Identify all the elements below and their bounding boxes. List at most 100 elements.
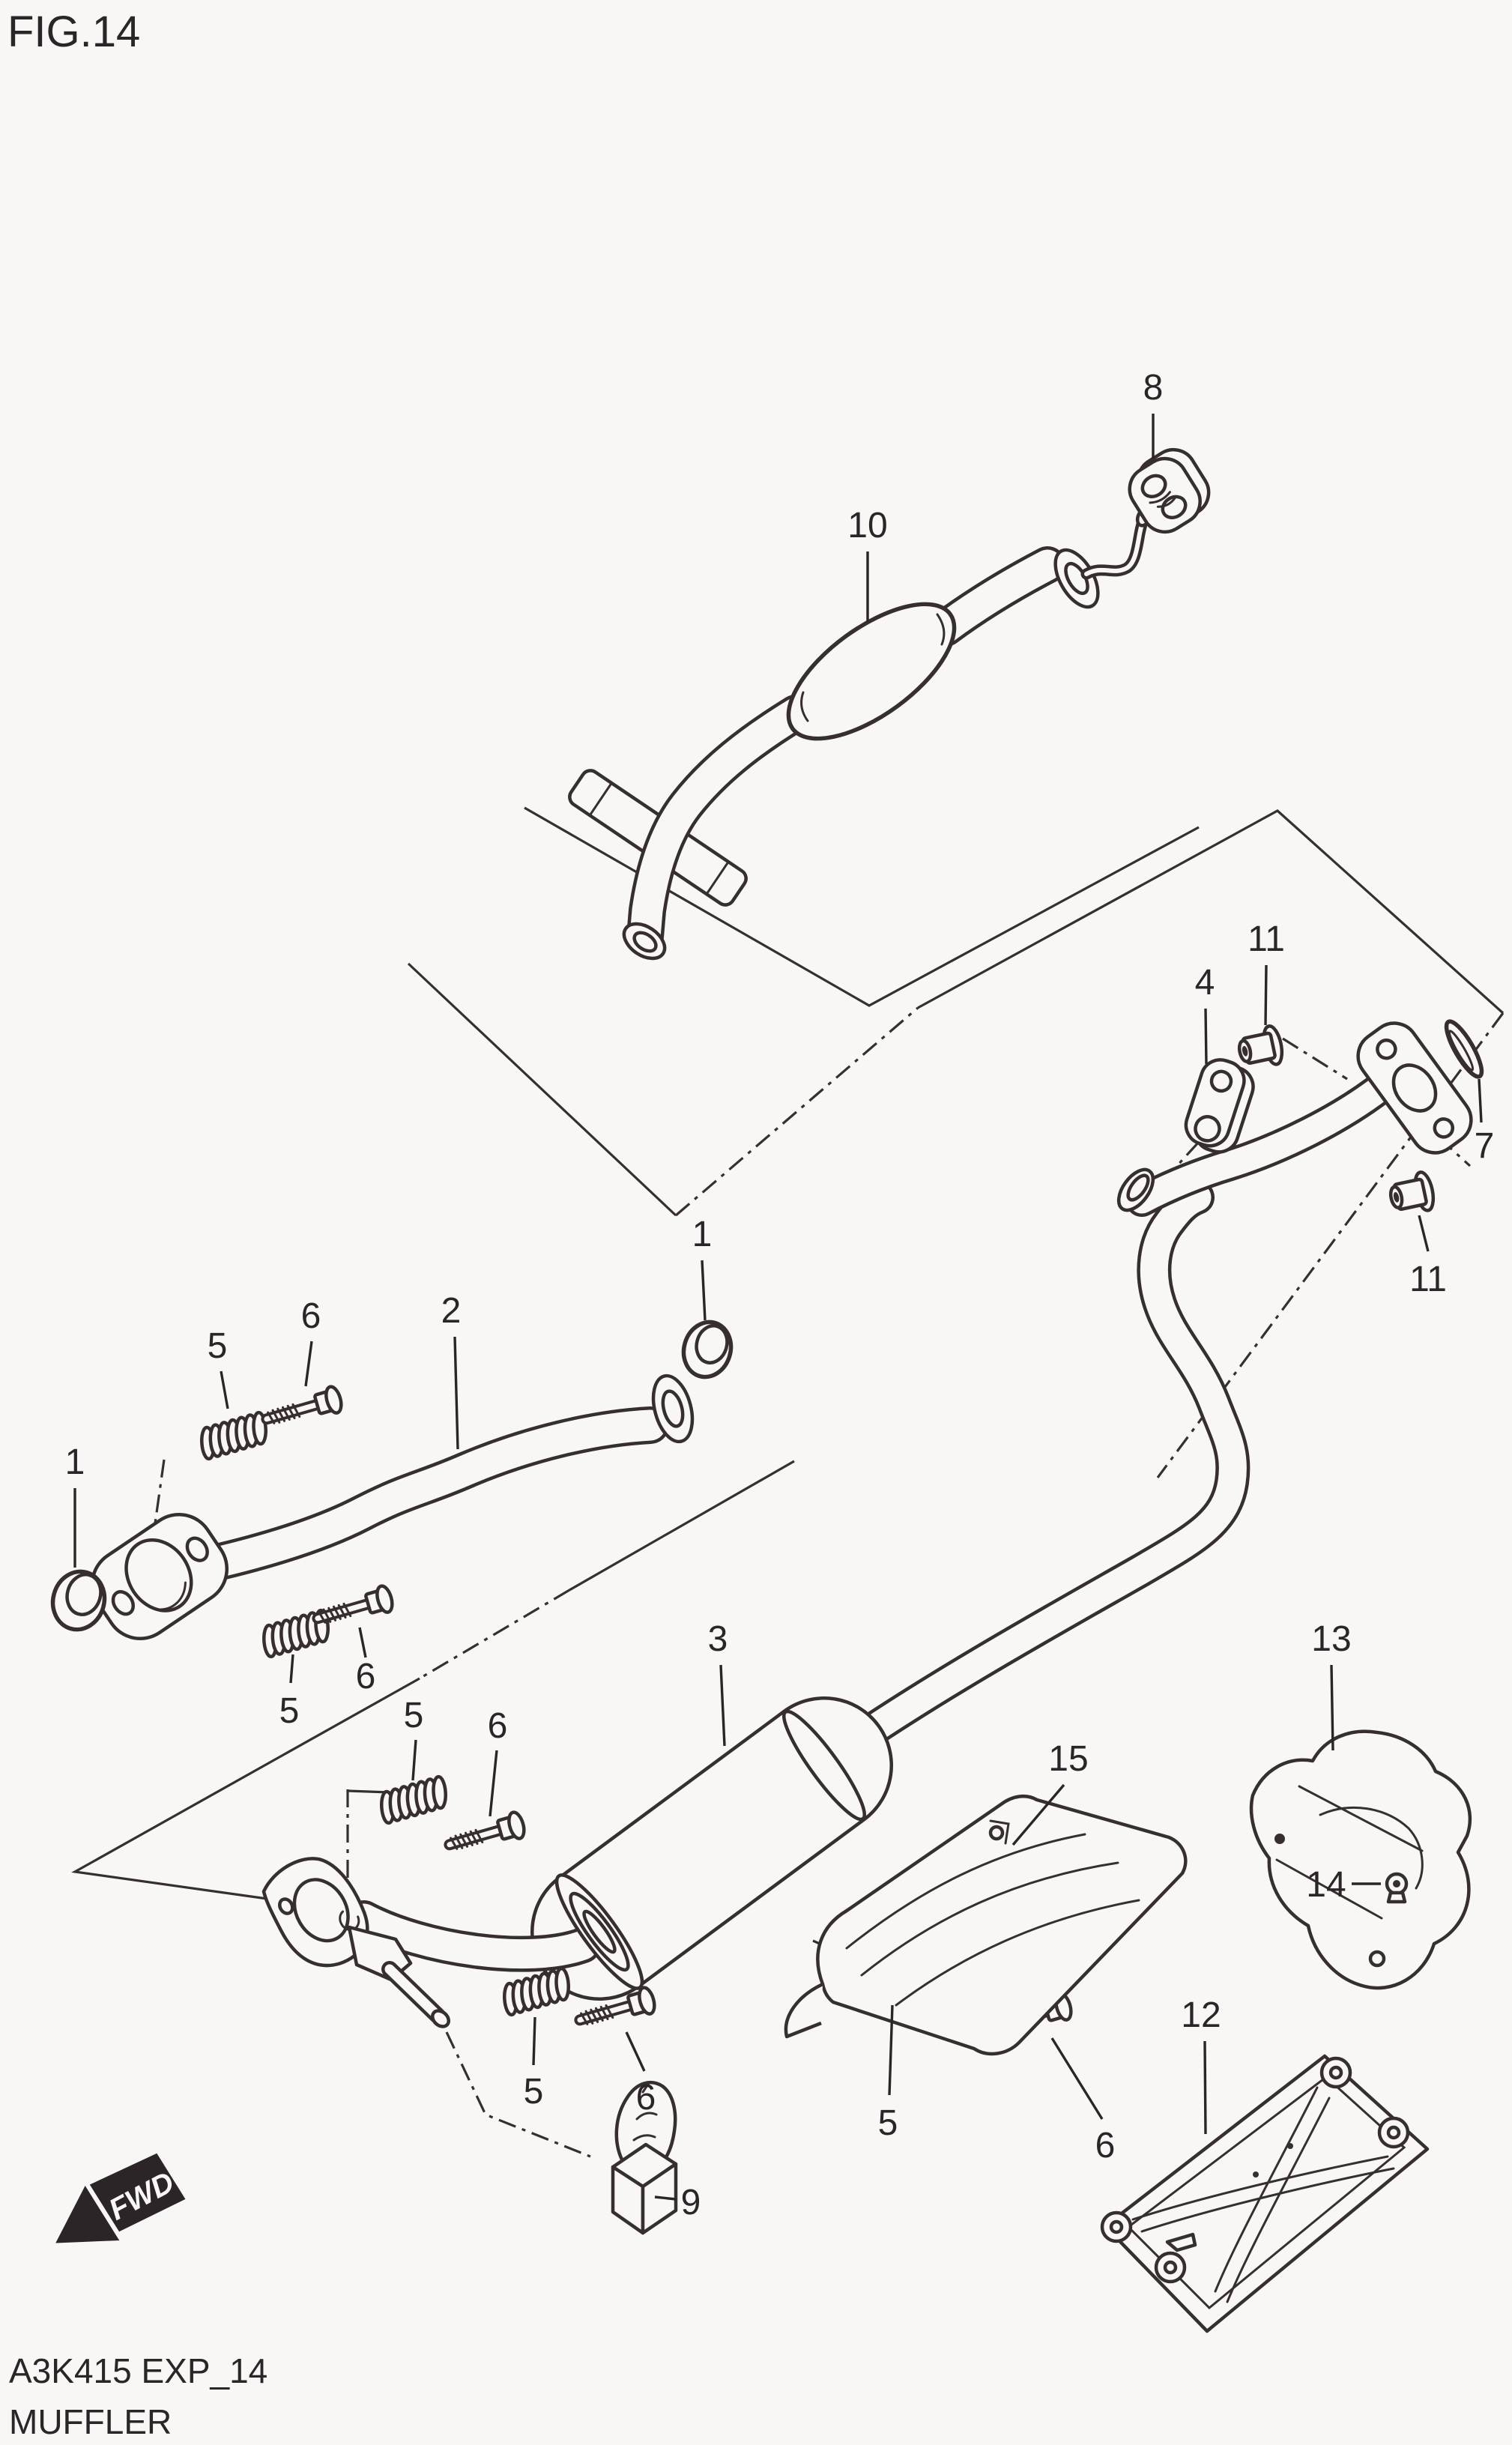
detail	[1149, 491, 1176, 508]
flange	[1356, 1021, 1473, 1155]
fwd-arrow: FWD	[55, 2153, 186, 2243]
stamped-arrow	[1165, 2232, 1197, 2252]
figure-title: FIG.14	[7, 7, 140, 56]
construction-lines-layer	[71, 806, 1505, 2158]
end-cap	[782, 1709, 866, 1822]
flange	[90, 1512, 229, 1641]
detail	[582, 1909, 617, 1954]
hole	[1209, 1069, 1233, 1093]
callout-label-4: 4	[1195, 963, 1215, 1003]
leader-line	[453, 1336, 459, 1450]
callout-label-12: 12	[1181, 1995, 1221, 2035]
bolt-hole	[278, 1897, 294, 1915]
hole	[988, 1825, 1005, 1841]
detail	[632, 931, 658, 953]
detail	[1275, 1785, 1424, 1920]
hole	[1368, 1950, 1386, 1968]
detail	[155, 1581, 187, 1611]
detail	[989, 1819, 1010, 1845]
callout-label-8: 8	[1143, 368, 1164, 408]
hole	[1194, 1115, 1221, 1143]
detail	[1109, 2219, 1124, 2234]
construction-line	[917, 809, 1505, 1015]
construction-line	[1282, 1037, 1348, 1081]
part-8-rubber-mounting	[1128, 447, 1211, 534]
bolt-hole	[185, 1536, 209, 1562]
detail	[629, 698, 811, 952]
leader-line	[1478, 1078, 1483, 1123]
detail	[930, 549, 1063, 644]
callout-label-9: 9	[681, 2183, 701, 2222]
callout-label-2: 2	[441, 1291, 462, 1331]
bolt-hole	[1376, 1038, 1397, 1060]
detail	[1328, 2065, 1343, 2080]
detail	[816, 1794, 1188, 2056]
construction-line	[153, 1459, 166, 1529]
callout-label-11: 11	[1409, 1260, 1447, 1299]
construction-line	[407, 962, 677, 1217]
catalytic-converter-body	[786, 602, 957, 741]
rubber	[614, 2081, 677, 2172]
construction-line	[419, 1589, 570, 1680]
leader-line	[625, 2031, 646, 2072]
detail	[705, 860, 730, 895]
detail	[1163, 2260, 1178, 2275]
hole	[1140, 474, 1167, 499]
leader-line	[719, 1664, 726, 1747]
leader-line	[358, 1627, 367, 1658]
leader-line	[532, 2016, 536, 2066]
detail	[1249, 1729, 1472, 1990]
part-9-rubber-mounting	[611, 2081, 678, 2235]
detail	[1128, 1070, 1400, 1214]
leader-line	[1418, 1215, 1430, 1252]
part-13-heat-shield-bracket	[1249, 1729, 1472, 1990]
part-1-gasket-right	[681, 1320, 734, 1379]
leader-line	[289, 1654, 294, 1684]
detail	[823, 1183, 1247, 1768]
construction-line	[347, 1789, 390, 1794]
hole	[1274, 1834, 1285, 1844]
edge-curl	[784, 1982, 823, 2039]
callout-label-6: 6	[636, 2078, 656, 2118]
leader-line	[304, 1341, 313, 1387]
arrow-body	[89, 2153, 186, 2232]
detail	[800, 613, 946, 722]
part-2-exhaust-pipe	[90, 1373, 695, 1641]
leader-line	[411, 1739, 417, 1781]
detail	[1386, 2125, 1401, 2140]
inlet-flange	[261, 1857, 369, 1968]
leader-line	[1203, 2040, 1207, 2135]
callout-label-14: 14	[1306, 1865, 1346, 1905]
callout-label-6: 6	[356, 1657, 376, 1696]
detail	[1386, 1891, 1407, 1904]
part-10-center-pipe-catalyst	[568, 507, 1153, 961]
leader-line	[888, 2004, 894, 2096]
leader-line	[1050, 2037, 1104, 2120]
detail	[65, 1573, 103, 1616]
detail	[384, 1964, 443, 2021]
leader-line	[489, 1750, 498, 1817]
callout-label-1: 1	[692, 1215, 713, 1254]
callout-label-3: 3	[708, 1619, 728, 1659]
detail	[339, 1910, 360, 1931]
doc-name: MUFFLER	[9, 2402, 172, 2441]
detail	[430, 2009, 451, 2028]
callout-label-1: 1	[65, 1442, 85, 1482]
detail	[695, 1324, 729, 1364]
part-14-screw	[1385, 1872, 1409, 1904]
bolt-hole	[111, 1590, 136, 1616]
detail	[1084, 518, 1146, 576]
detail	[349, 1903, 598, 1969]
detail	[661, 1389, 685, 1428]
callout-label-5: 5	[279, 1691, 300, 1731]
leader-line	[701, 1260, 707, 1321]
leader-line	[1330, 1664, 1334, 1751]
callout-label-6: 6	[1095, 2126, 1116, 2166]
callout-label-11: 11	[1248, 919, 1285, 959]
bore	[1391, 1063, 1438, 1113]
part-7-gasket	[1444, 1019, 1484, 1079]
